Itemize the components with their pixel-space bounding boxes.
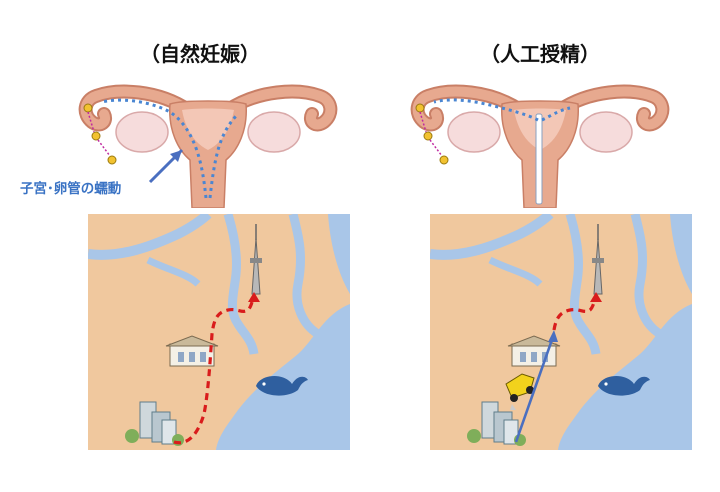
city-buildings-icon: [125, 401, 184, 446]
taxi-icon: [505, 373, 535, 410]
egg-icon: [415, 103, 425, 113]
uterus-diagram-icon: [78, 84, 338, 208]
egg-icon: [91, 131, 101, 141]
whale-icon: [256, 375, 308, 396]
panel-title-artificial: （人工授精）: [480, 42, 600, 66]
uterus-diagram-icon: [410, 84, 670, 208]
egg-icon: [439, 155, 449, 165]
egg-icon: [107, 155, 117, 165]
panel-title-natural: （自然妊娠）: [140, 42, 260, 66]
city-buildings-icon: [467, 401, 526, 446]
tower-icon: [250, 224, 262, 295]
map-artificial: [430, 214, 692, 450]
ovary-icon: [247, 111, 301, 153]
ovary-icon: [115, 111, 169, 153]
ovary-icon: [579, 111, 633, 153]
peristalsis-label: 子宮･卵管の蠕動: [20, 181, 122, 197]
tower-icon: [592, 224, 604, 295]
whale-icon: [598, 375, 650, 396]
egg-icon: [423, 131, 433, 141]
egg-icon: [83, 103, 93, 113]
ovary-icon: [447, 111, 501, 153]
building-icon: [165, 335, 219, 367]
map-natural: [88, 214, 350, 450]
